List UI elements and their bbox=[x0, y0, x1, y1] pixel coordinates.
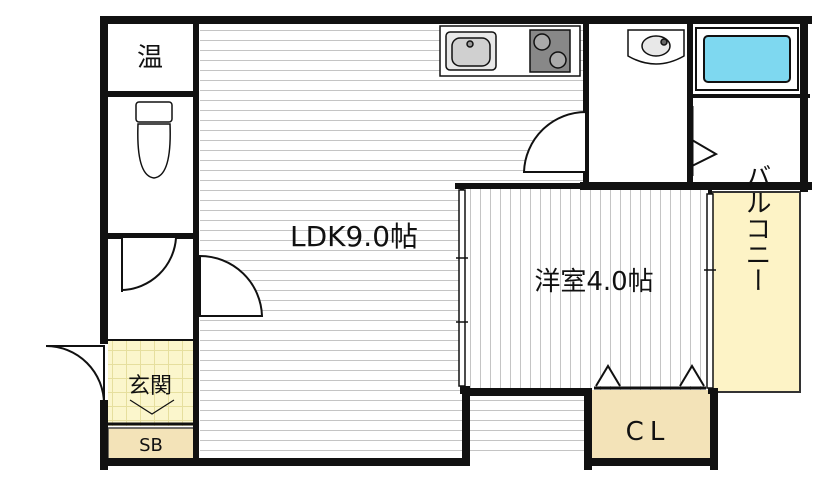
shoe-box bbox=[107, 427, 195, 461]
entrance-step-line bbox=[129, 399, 175, 415]
water-heater-label: 温 bbox=[137, 43, 163, 73]
entrance-label: 玄関 bbox=[128, 374, 172, 399]
washroom-door bbox=[522, 110, 587, 173]
balcony-label: バルコニー bbox=[741, 163, 771, 293]
walls bbox=[100, 16, 812, 470]
entrance-door bbox=[45, 345, 105, 405]
closet-door-right bbox=[679, 364, 705, 387]
closet-label: CL bbox=[626, 417, 671, 447]
ldk-label: LDK9.0帖 bbox=[290, 220, 418, 253]
closet-floor bbox=[588, 390, 710, 460]
western-room-label: 洋室4.0帖 bbox=[534, 267, 653, 297]
ldk-door bbox=[199, 254, 264, 317]
washbasin-icon bbox=[627, 29, 685, 65]
bathtub-icon bbox=[695, 27, 799, 91]
entrance-floor bbox=[108, 340, 194, 426]
doors bbox=[45, 106, 719, 405]
sliding-door-marks bbox=[456, 189, 716, 389]
balcony-floor bbox=[711, 191, 801, 393]
toilet-icon bbox=[135, 101, 173, 179]
bath-door bbox=[691, 139, 719, 167]
shoe-box-label: SB bbox=[139, 435, 163, 456]
closet-door-left bbox=[595, 364, 621, 387]
kitchen-counter bbox=[439, 25, 581, 77]
toilet-door bbox=[121, 237, 177, 292]
western-room-floor bbox=[462, 188, 708, 390]
